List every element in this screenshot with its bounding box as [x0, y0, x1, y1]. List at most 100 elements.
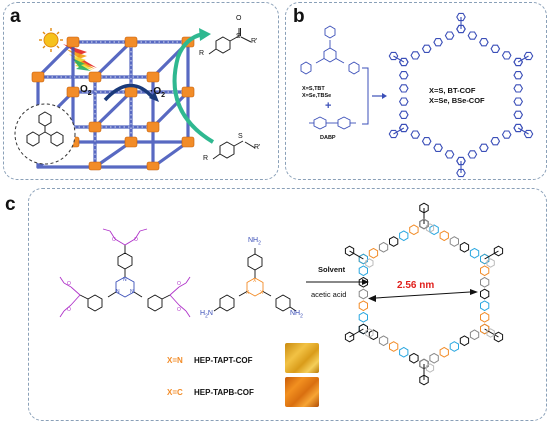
superoxide-label: ·O2 [150, 86, 166, 99]
cof-ring [449, 341, 459, 352]
cof-shadow-ring [425, 223, 435, 233]
cof-ring [378, 335, 389, 347]
mof-framework-illustration [14, 28, 256, 171]
sun-icon [39, 28, 63, 52]
cof-arm [484, 328, 499, 338]
black-curved-arrow [103, 83, 155, 102]
cof-ring [358, 265, 368, 277]
cof-shadow-ring [486, 258, 495, 268]
hex-subunit [410, 51, 421, 60]
hex-subunit [398, 110, 409, 119]
hex-subunit [456, 168, 466, 178]
hex-subunit [398, 84, 409, 93]
cof-ring [419, 218, 429, 230]
sulfoxide-product [208, 28, 252, 55]
hex-subunit [513, 71, 524, 80]
hex-subunit [388, 129, 399, 139]
hex-subunit [501, 51, 512, 60]
cof-ring [389, 236, 399, 247]
sulfide-r-prime-label: R' [254, 144, 261, 151]
hex-subunit [421, 44, 432, 53]
cof-shadow-ring [365, 258, 374, 268]
cof1-name-label: HEP-TAPT-COF [194, 356, 253, 365]
panel-b-label: b [293, 6, 305, 27]
cof-arm-ring [344, 331, 355, 343]
hex-subunit [421, 137, 432, 146]
cof-ring [480, 276, 490, 288]
svg-text:N: N [130, 289, 134, 295]
svg-text:X: X [260, 290, 264, 296]
hex-subunit [433, 38, 443, 47]
sulfide-r-label: R [203, 155, 209, 162]
cof-ring [429, 224, 439, 236]
cof-ring [358, 300, 368, 312]
cof2-x-label: X=C [167, 388, 183, 397]
cof1-powder-swatch [285, 343, 319, 373]
cof-ring [459, 335, 470, 347]
acid-label: acetic acid [311, 290, 347, 299]
cof-ring [429, 352, 439, 364]
cof1-x-label: X=N [167, 356, 183, 365]
cof-ring [409, 352, 419, 364]
panel-c [28, 188, 547, 421]
hex-subunit [467, 31, 478, 40]
svg-text:N: N [116, 289, 120, 295]
cof-ring [368, 247, 379, 259]
green-curved-arrow [172, 32, 215, 144]
svg-text:O: O [112, 237, 116, 243]
hex-subunit [479, 38, 489, 47]
cof-ring [368, 329, 379, 341]
cof-ring [409, 224, 419, 236]
solvent-label: Solvent [318, 265, 346, 274]
svg-text:O: O [67, 307, 71, 313]
cof2-powder-swatch [285, 377, 319, 407]
cof-ring [399, 346, 409, 358]
hex-subunit [456, 156, 466, 166]
cof-ring [480, 323, 490, 335]
hex-subunit [433, 143, 443, 152]
hex-subunit [444, 31, 455, 40]
cof-ring [480, 311, 490, 323]
reaction-bracket-arrow [362, 67, 387, 125]
bt-cof-label: X=S, BT-COF [429, 86, 476, 95]
hex-subunit [513, 110, 524, 119]
hex-spoke [393, 55, 405, 63]
cof-ring [439, 346, 449, 358]
panel-b [285, 2, 547, 180]
h2n-left-label: H2N [200, 310, 213, 320]
panel-c-label: c [5, 194, 16, 215]
hex-subunit [513, 57, 524, 67]
hex-subunit [398, 71, 409, 80]
linker-zoom-circle [14, 103, 76, 165]
hex-subunit [513, 97, 524, 106]
hex-subunit [490, 137, 501, 146]
hex-subunit [456, 12, 466, 22]
sulfoxide-s-label: S [236, 33, 241, 40]
cof-ring [459, 241, 470, 253]
cof-ring [449, 236, 459, 247]
svg-text:O: O [67, 281, 71, 287]
tbt-monomer-structure [300, 25, 360, 75]
cof-arm-ring [493, 245, 504, 257]
hex-subunit [523, 51, 534, 61]
cof-ring [469, 329, 480, 341]
cof-arm-ring [419, 374, 429, 386]
cof-ring [480, 300, 490, 312]
hex-subunit [456, 24, 466, 34]
cof-ring [469, 247, 480, 259]
panel-a-label: a [10, 6, 21, 27]
sulfoxide-o-label: O [236, 15, 242, 22]
cof-shadow-ring [425, 363, 435, 373]
reaction-arrow [306, 279, 369, 285]
hex-subunit [444, 150, 455, 159]
pore-size-arrow [375, 291, 471, 299]
hex-subunit [479, 143, 489, 152]
cof-ring [480, 288, 490, 300]
plus-sign: + [325, 100, 332, 112]
cof-arm [349, 250, 364, 260]
sulfide-substrate [212, 140, 256, 160]
nh2-top-label: NH2 [248, 237, 261, 247]
hex-subunit [398, 97, 409, 106]
